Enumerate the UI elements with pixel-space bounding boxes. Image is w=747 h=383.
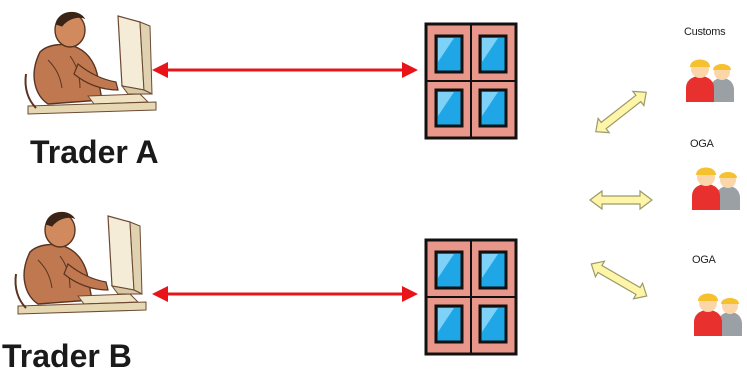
oga-connector-arrow [589,189,653,211]
trader-b-connector-arrow [152,286,418,302]
oga-label: OGA [692,254,716,266]
oga-label: OGA [690,138,714,150]
oga-officials-icon [692,290,744,338]
oga-officials-icon [690,164,742,212]
trader-a-connector-arrow [152,62,418,78]
trader-b-icon [8,204,148,322]
trader-a-label: Trader A [30,134,159,170]
customs-officials-icon [684,56,736,104]
oga-connector-arrow [590,260,648,300]
customs-connector-arrow [595,90,647,134]
single-window-icon [424,238,518,356]
single-window-icon [424,22,518,140]
trader-a-icon [18,4,158,122]
trader-b-label: Trader B [2,338,132,374]
customs-label: Customs [684,26,726,38]
